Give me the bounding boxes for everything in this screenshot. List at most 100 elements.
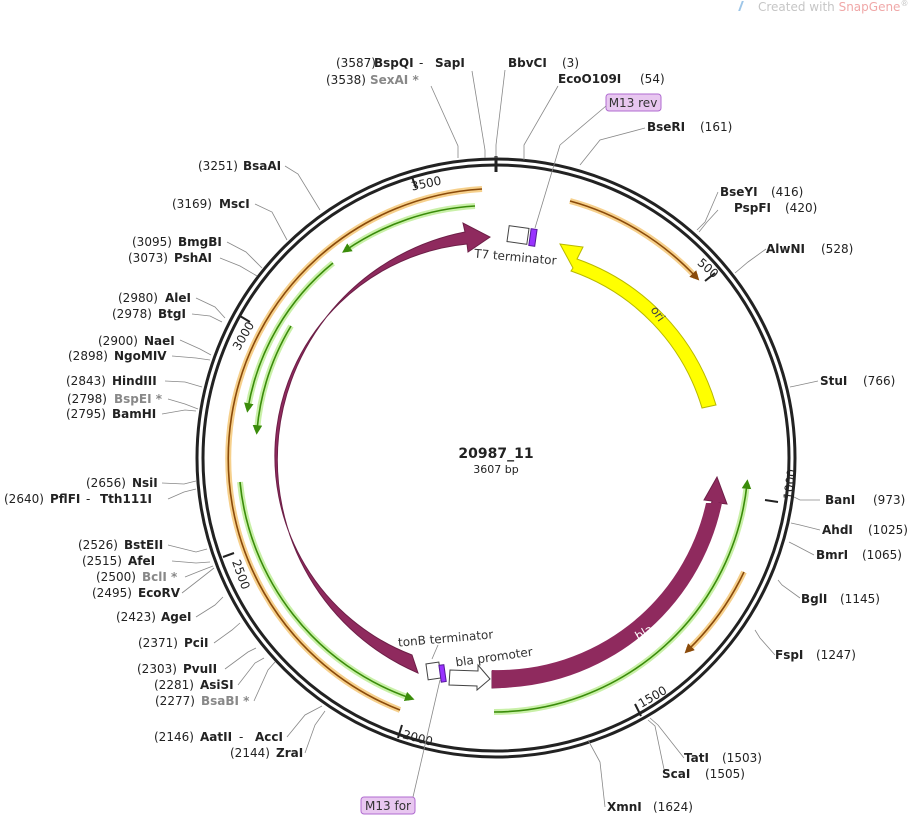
green-arc-3 bbox=[252, 325, 292, 435]
bla-promoter-arrow bbox=[448, 663, 491, 692]
plasmid-name: 20987_11 bbox=[458, 446, 533, 462]
bla-body bbox=[492, 503, 722, 689]
site-pos-bgli: (1145) bbox=[840, 592, 880, 606]
tick-3000 bbox=[239, 315, 251, 323]
site-pos-sexai: (3538) bbox=[326, 73, 366, 87]
site-pos-ngomiv: (2898) bbox=[68, 349, 108, 363]
t7-terminator-box bbox=[506, 225, 530, 245]
orf-bla bbox=[684, 571, 745, 654]
site-name-aatii: AatII bbox=[200, 730, 232, 744]
site-pos-msci: (3169) bbox=[172, 197, 212, 211]
plasmid-size: 3607 bp bbox=[473, 463, 518, 476]
tick-label-500: 500 bbox=[695, 256, 722, 281]
site-name-bgli: BglI bbox=[801, 592, 827, 606]
site-name-pflfi: PflFI bbox=[50, 492, 80, 506]
tick-1500 bbox=[634, 703, 642, 717]
site-name-bseri: BseRI bbox=[647, 120, 685, 134]
site-name-bsaai: BsaAI bbox=[243, 159, 281, 173]
green-arcs bbox=[237, 203, 752, 715]
site-pos-ahdi: (1025) bbox=[868, 523, 908, 537]
site-name-ecorv: EcoRV bbox=[138, 586, 181, 600]
site-name-sexai: SexAI * bbox=[370, 73, 419, 87]
site-sep-bspqi: - bbox=[419, 56, 423, 70]
site-pos-asisi: (2281) bbox=[154, 678, 194, 692]
site-pos-pshai: (3073) bbox=[128, 251, 168, 265]
tagH-label: tagH bbox=[278, 409, 297, 440]
site-name-fspi: FspI bbox=[775, 648, 803, 662]
site-pos-alwni: (528) bbox=[821, 242, 853, 256]
site-sep-aatii: - bbox=[239, 730, 243, 744]
site-name-bmri: BmrI bbox=[816, 548, 848, 562]
site-name-acci: AccI bbox=[255, 730, 283, 744]
tonb-terminator-box bbox=[425, 661, 442, 681]
site-pos-scai: (1505) bbox=[705, 767, 745, 781]
site-pos-pvuii: (2303) bbox=[137, 662, 177, 676]
site-name-bcli: BclI * bbox=[142, 570, 178, 584]
site-pos-ecoo109i: (54) bbox=[640, 72, 665, 86]
site-name-naei: NaeI bbox=[144, 334, 175, 348]
site-name-bsteii: BstEII bbox=[124, 538, 163, 552]
site-name-xmni: XmnI bbox=[607, 800, 642, 814]
site-pos-pflfi: (2640) bbox=[4, 492, 44, 506]
site-name-zrai: ZraI bbox=[276, 746, 303, 760]
tick-500 bbox=[704, 272, 716, 282]
snapgene-watermark: Created with SnapGene® bbox=[738, 0, 908, 14]
site-pos-xmni: (1624) bbox=[653, 800, 693, 814]
m13-for-label: M13 for bbox=[365, 799, 411, 813]
site-pos-bseri: (161) bbox=[700, 120, 732, 134]
green-arc-4 bbox=[239, 481, 415, 701]
m13for-site bbox=[438, 664, 447, 683]
orfs bbox=[225, 186, 747, 713]
site-name-alwni: AlwNI bbox=[766, 242, 805, 256]
site-pos-agei: (2423) bbox=[116, 610, 156, 624]
site-pos-bsteii: (2526) bbox=[78, 538, 118, 552]
site-name-ecoo109i: EcoO109I bbox=[558, 72, 621, 86]
tick-label-3500: 3500 bbox=[410, 174, 443, 194]
site-name-scai: ScaI bbox=[662, 767, 690, 781]
site-pos-bspei: (2798) bbox=[67, 392, 107, 406]
site-name-bamhi: BamHI bbox=[112, 407, 156, 421]
site-name-bsabi: BsaBI * bbox=[201, 694, 250, 708]
site-name-bseyi: BseYI bbox=[720, 185, 758, 199]
m13-rev-box bbox=[605, 93, 662, 112]
site-pos-stui: (766) bbox=[863, 374, 895, 388]
site-name-btgi: BtgI bbox=[158, 307, 186, 321]
site-pos-pspfi: (420) bbox=[785, 201, 817, 215]
site-name-bspqi: BspQI bbox=[374, 56, 414, 70]
site-sep-pflfi: - bbox=[86, 492, 90, 506]
m13rev-site bbox=[528, 228, 538, 247]
bla-promoter-label: bla promoter bbox=[455, 645, 534, 670]
tonb-leader bbox=[431, 644, 439, 660]
t7-terminator-label: T7 terminator bbox=[473, 246, 558, 267]
site-name-pshai: PshAI bbox=[174, 251, 212, 265]
site-name-pcii: PciI bbox=[184, 636, 209, 650]
site-pos-alei: (2980) bbox=[118, 291, 158, 305]
site-pos-pcii: (2371) bbox=[138, 636, 178, 650]
site-pos-bsabi: (2277) bbox=[155, 694, 195, 708]
site-name-bspei: BspEI * bbox=[114, 392, 163, 406]
site-name-tati: TatI bbox=[684, 751, 709, 765]
tagH-feature bbox=[274, 222, 491, 674]
m13-for-leader bbox=[412, 679, 441, 798]
site-pos-bcli: (2500) bbox=[96, 570, 136, 584]
site-pos-bbvci: (3) bbox=[562, 56, 579, 70]
site-pos-aatii: (2146) bbox=[154, 730, 194, 744]
site-pos-fspi: (1247) bbox=[816, 648, 856, 662]
site-pos-hindiii: (2843) bbox=[66, 374, 106, 388]
site-name-ngomiv: NgoMIV bbox=[114, 349, 167, 363]
site-name-stui: StuI bbox=[820, 374, 847, 388]
site-name-pspfi: PspFI bbox=[734, 201, 771, 215]
site-pos-bspqi: (3587) bbox=[336, 56, 376, 70]
green-arc-1 bbox=[342, 205, 476, 253]
orf-left bbox=[227, 188, 483, 711]
site-pos-bani: (973) bbox=[873, 493, 905, 507]
site-pos-ecorv: (2495) bbox=[92, 586, 132, 600]
site-pos-bamhi: (2795) bbox=[66, 407, 106, 421]
m13-for-box bbox=[360, 796, 416, 815]
site-pos-naei: (2900) bbox=[98, 334, 138, 348]
site-leaders bbox=[161, 69, 821, 808]
site-name-agei: AgeI bbox=[161, 610, 191, 624]
site-pos-afei: (2515) bbox=[82, 554, 122, 568]
site-pos-bseyi: (416) bbox=[771, 185, 803, 199]
m13-rev-label: M13 rev bbox=[609, 96, 658, 110]
